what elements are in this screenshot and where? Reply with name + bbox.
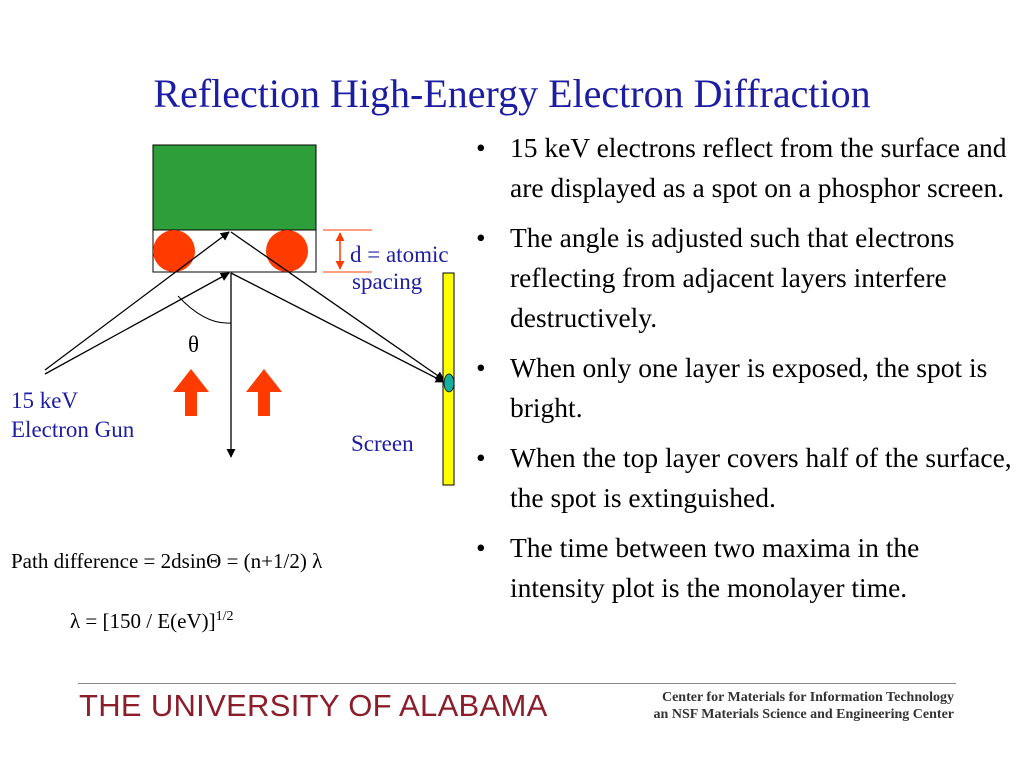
screen-label: Screen: [351, 431, 414, 456]
bullet-marker: •: [476, 132, 486, 163]
atom-right: [266, 230, 308, 272]
path-difference-equation: Path difference = 2dsinΘ = (n+1/2) λ: [11, 549, 323, 573]
theta-label: θ: [188, 332, 200, 357]
incident-ray-bottom: [44, 272, 230, 375]
diffraction-spot: [443, 373, 455, 393]
wavelength-equation: λ = [150 / E(eV)]1/2: [70, 609, 234, 633]
bullet-marker: •: [476, 222, 486, 253]
bullet-item: •When only one layer is exposed, the spo…: [470, 348, 1015, 428]
footer-divider: [78, 683, 956, 684]
slide-title: Reflection High-Energy Electron Diffract…: [153, 71, 871, 116]
bullet-marker: •: [476, 442, 486, 473]
up-arrow-right: [246, 369, 282, 416]
electron-gun-label: 15 keV Electron Gun: [11, 388, 135, 443]
up-arrow-left: [173, 369, 209, 416]
atom-left: [153, 230, 195, 272]
substrate-layer: [152, 144, 317, 231]
d-spacing-label: d = atomic spacing: [350, 242, 449, 295]
bullet-item: •The angle is adjusted such that electro…: [470, 218, 1015, 338]
bullet-list: •15 keV electrons reflect from the surfa…: [470, 128, 1015, 618]
theta-arc: [177, 295, 232, 324]
university-name: THE UNIVERSITY OF ALABAMA: [79, 688, 548, 723]
bullet-item: •15 keV electrons reflect from the surfa…: [470, 128, 1015, 208]
center-name: Center for Materials for Information Tec…: [653, 690, 954, 722]
reflected-ray-top: [230, 231, 445, 381]
bullet-marker: •: [476, 352, 486, 383]
incident-ray-top: [44, 231, 230, 371]
bullet-item: •When the top layer covers half of the s…: [470, 438, 1015, 518]
bullet-marker: •: [476, 532, 486, 563]
reflected-ray-bottom: [230, 272, 445, 383]
bullet-item: •The time between two maxima in the inte…: [470, 528, 1015, 608]
